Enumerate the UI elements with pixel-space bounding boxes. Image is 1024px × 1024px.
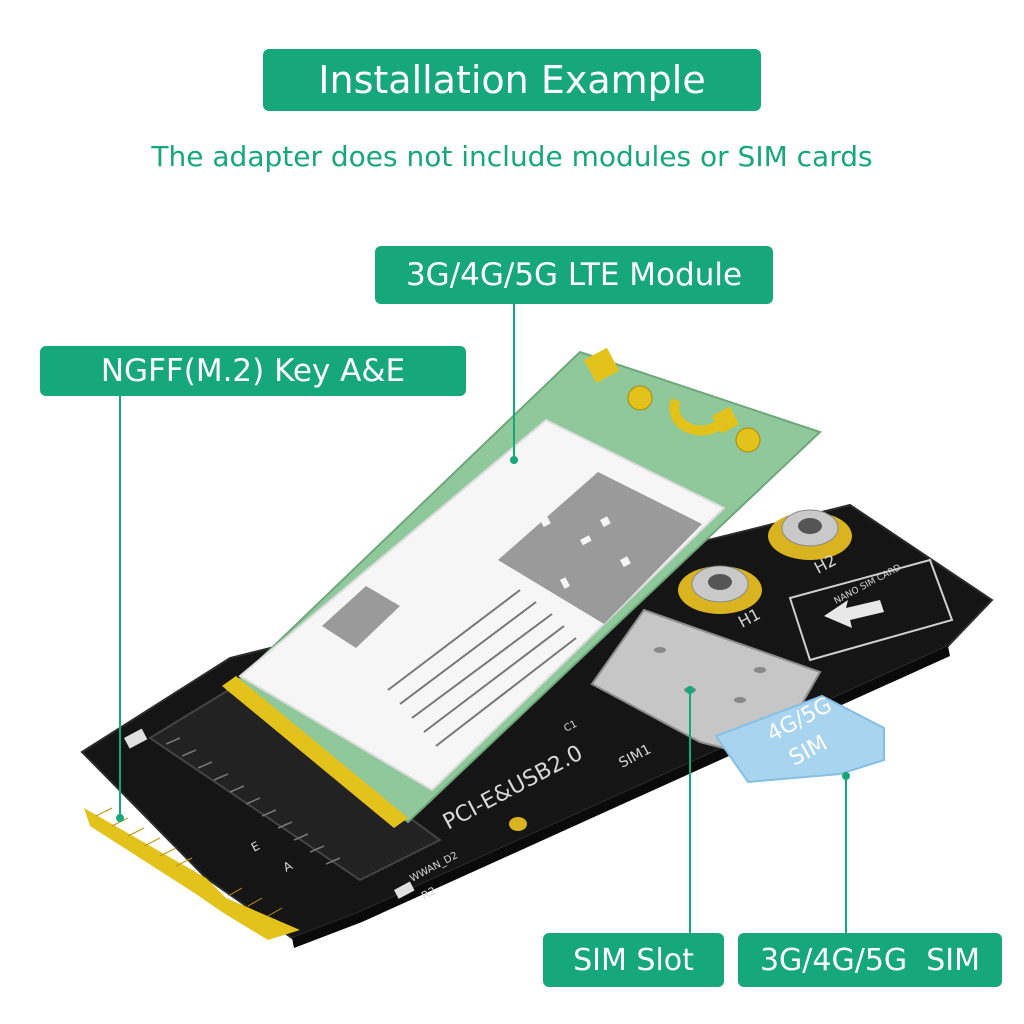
antenna-pad-2	[712, 406, 740, 434]
ngff-key-callout: NGFF(M.2) Key A&E	[40, 346, 466, 396]
m2-socket	[148, 686, 442, 882]
sim-slot-callout-text: SIM Slot	[573, 942, 694, 978]
ngff-key-callout-text: NGFF(M.2) Key A&E	[100, 353, 406, 389]
subtitle: The adapter does not include modules or …	[151, 140, 873, 173]
led-component	[394, 881, 415, 899]
qr-code-pattern	[540, 516, 631, 589]
antenna-connector-2	[735, 427, 761, 453]
sim-slot-callout: SIM Slot	[543, 933, 724, 987]
mounting-pad	[509, 817, 527, 831]
screw-post-h2	[768, 509, 852, 560]
title-banner: Installation Example	[263, 49, 761, 111]
qr-code-large	[498, 472, 702, 624]
sim-card-callout: 3G/4G/5G SIM	[738, 933, 1002, 987]
screw-post-h1	[678, 565, 762, 614]
module-leader-dot	[510, 456, 518, 464]
lte-module-callout: 3G/4G/5G LTE Module	[375, 246, 773, 304]
resistor-label: R2	[419, 884, 438, 902]
key-leader-dot	[116, 814, 124, 822]
page-title: Installation Example	[318, 58, 706, 102]
sim-marking-outline	[788, 558, 954, 662]
sim-card	[714, 694, 885, 784]
edge-connector	[84, 808, 300, 940]
module-gold-fingers	[222, 676, 408, 828]
slot-leader-dot	[686, 686, 694, 694]
sim-leader-dot	[842, 772, 850, 780]
qr-code-small	[322, 586, 400, 648]
lte-module-callout-text: 3G/4G/5G LTE Module	[405, 257, 743, 293]
module-label-text	[387, 589, 577, 747]
connector-pins	[95, 807, 283, 917]
antenna-pad-1	[583, 347, 620, 383]
small-component	[124, 728, 148, 749]
antenna-connector-1	[627, 385, 653, 411]
sim-direction-arrow	[824, 600, 884, 628]
sim-card-callout-text: 3G/4G/5G SIM	[759, 942, 981, 978]
socket-pins	[165, 737, 341, 865]
